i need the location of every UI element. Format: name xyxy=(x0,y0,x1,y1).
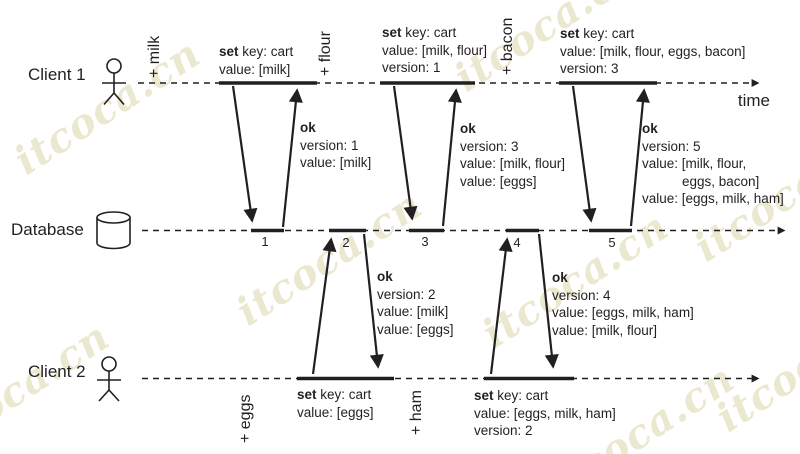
db-write-marker-2: 2 xyxy=(342,235,350,250)
client2-person-icon xyxy=(97,356,121,402)
arrow-client1-set-flour-request xyxy=(392,85,418,221)
lane-label-database: Database xyxy=(11,220,84,239)
database-cylinder-icon xyxy=(96,211,131,250)
message-ok-version5: ok version: 5 value: [milk, flour, eggs,… xyxy=(642,121,784,206)
annotation-add-eggs: + eggs xyxy=(237,394,254,443)
db-write-marker-4: 4 xyxy=(513,235,521,250)
arrow-client1-set-bacon-request xyxy=(571,85,597,223)
message-ok-version1: ok version: 1 value: [milk] xyxy=(300,120,372,170)
db-write-marker-3: 3 xyxy=(421,234,429,249)
arrow-client2-set-eggs-request xyxy=(311,237,337,375)
arrow-db-ok-version1-response xyxy=(281,88,303,228)
arrow-db-ok-version2-response xyxy=(362,233,384,369)
db-write-marker-5: 5 xyxy=(608,235,616,250)
message-set-ham: set key: cart value: [eggs, milk, ham] v… xyxy=(474,388,616,438)
arrow-client2-set-ham-request xyxy=(489,237,513,375)
db-write-marker-1: 1 xyxy=(261,234,269,249)
message-ok-version3: ok version: 3 value: [milk, flour] value… xyxy=(460,121,566,189)
lane-label-client1: Client 1 xyxy=(28,65,86,84)
client1-person-icon xyxy=(102,58,126,106)
annotation-add-ham: + ham xyxy=(408,390,425,435)
annotation-add-flour: + flour xyxy=(317,31,334,76)
message-set-bacon: set key: cart value: [milk, flour, eggs,… xyxy=(560,26,746,76)
annotation-add-milk: + milk xyxy=(146,35,163,78)
arrow-db-ok-version5-response xyxy=(629,88,650,227)
message-set-milk: set key: cart value: [milk] xyxy=(219,44,294,77)
arrow-db-ok-version3-response xyxy=(441,88,462,227)
message-set-eggs: set key: cart value: [eggs] xyxy=(297,387,374,420)
lane-label-client2: Client 2 xyxy=(28,362,86,381)
arrow-db-ok-version4-response xyxy=(537,233,559,369)
message-ok-version2: ok version: 2 value: [milk] value: [eggs… xyxy=(377,269,454,337)
time-axis-label: time xyxy=(737,91,770,110)
message-set-flour: set key: cart value: [milk, flour] versi… xyxy=(382,25,488,75)
annotation-add-bacon: + bacon xyxy=(499,17,516,75)
message-ok-version4: ok version: 4 value: [eggs, milk, ham] v… xyxy=(552,270,694,338)
arrow-client1-set-milk-request xyxy=(231,85,258,223)
